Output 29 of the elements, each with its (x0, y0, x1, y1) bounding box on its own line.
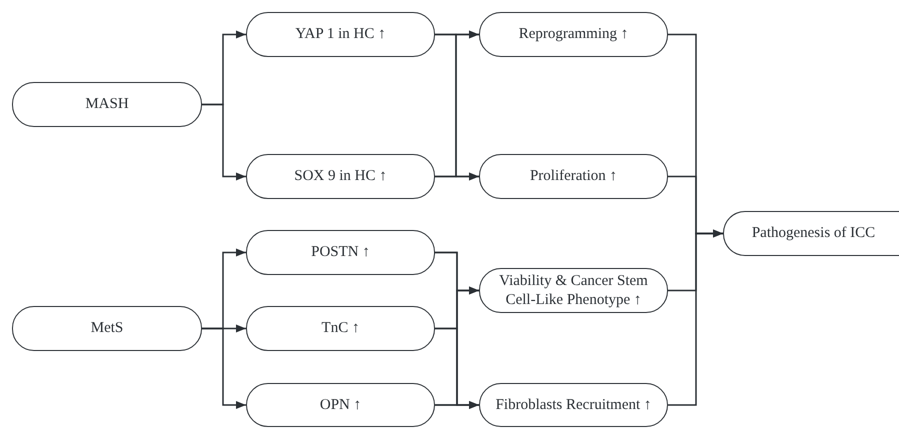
box-label: Reprogramming ↑ (518, 25, 628, 44)
rounded-process-box (246, 306, 435, 351)
rounded-process-box (12, 82, 202, 127)
box-label: MASH (85, 95, 129, 114)
rounded-process-box (479, 12, 668, 57)
box-label: OPN ↑ (320, 396, 362, 414)
rounded-process-box (479, 268, 668, 313)
rounded-process-box (479, 383, 668, 427)
rounded-process-box (246, 230, 435, 275)
connector-arrow (202, 328, 246, 409)
box-label: TnC ↑ (322, 319, 360, 338)
box-label: Pathogenesis of ICC (752, 224, 876, 243)
rounded-process-box (723, 211, 899, 256)
box-label: Fibroblasts Recruitment ↑ (496, 396, 652, 414)
rounded-process-box (246, 154, 435, 199)
box-label: POSTN ↑ (311, 243, 370, 262)
rounded-process-box (12, 306, 202, 351)
box-label: YAP 1 in HC ↑ (295, 25, 386, 44)
box-label: Proliferation ↑ (530, 167, 618, 186)
connector-arrow (668, 230, 723, 406)
box-label: MetS (90, 319, 124, 338)
connector-arrow (435, 401, 479, 409)
rounded-process-box (246, 12, 435, 57)
connector-arrow (435, 172, 479, 180)
box-label: SOX 9 in HC ↑ (294, 167, 387, 186)
box-label: Viability & Cancer Stem Cell-Like Phenotype ↑ (498, 272, 649, 310)
rounded-process-box (479, 154, 668, 199)
rounded-process-box (246, 383, 435, 427)
connector-arrow (202, 104, 246, 180)
